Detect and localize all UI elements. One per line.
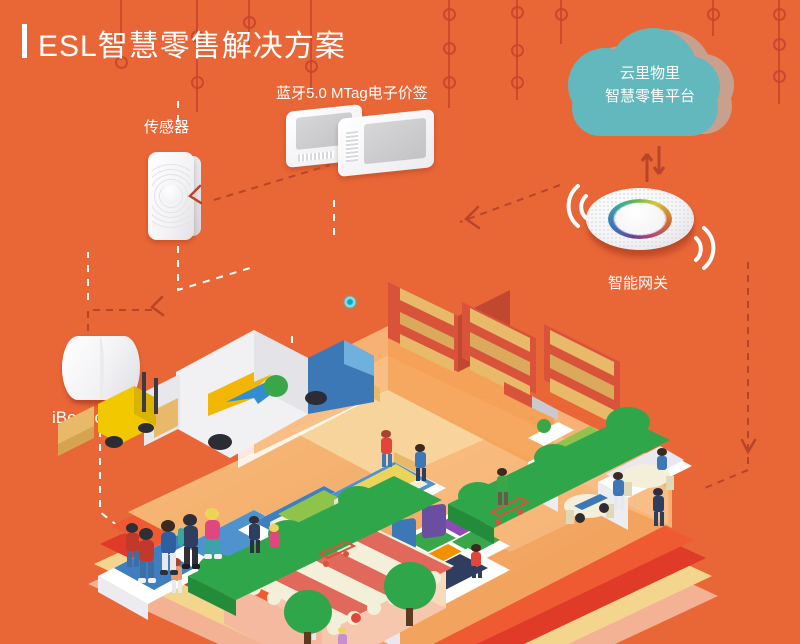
delivery-truck [144, 330, 374, 458]
arrowhead-right [740, 438, 757, 455]
ibeacon-edge [96, 337, 104, 399]
arrowhead-gateway [464, 205, 481, 230]
beacon-dot-warehouse [343, 295, 357, 309]
cloud-text: 云里物里 智慧零售平台 [560, 62, 740, 108]
smart-gateway-device [586, 188, 696, 260]
gateway-signal-left-icon [566, 184, 588, 228]
cafe-seating [528, 419, 674, 524]
gateway-inner-dome [616, 203, 664, 234]
cloud-line-2: 智慧零售平台 [604, 88, 695, 105]
stall-shopper-child [338, 613, 361, 644]
ibeacon-device [62, 336, 148, 408]
pallet-jack [504, 382, 558, 420]
cloud-shape [560, 28, 740, 143]
cloud-platform: 云里物里 智慧零售平台 [560, 28, 740, 143]
esl-tag-label: 蓝牙5.0 MTag电子价签 [276, 85, 428, 102]
sensor-led [161, 184, 181, 204]
cafe-customer [657, 448, 667, 470]
sensor-device [148, 152, 202, 240]
page-title: ESL智慧零售解决方案 [38, 30, 346, 63]
warehouse-shelving [348, 282, 620, 483]
cloud-line-1: 云里物里 [619, 65, 680, 82]
stroller [574, 494, 609, 523]
street-pedestrian-group [138, 508, 222, 583]
dash-sensor-down [177, 246, 251, 292]
trees [264, 375, 436, 644]
street-pedestrians [574, 472, 664, 526]
isometric-store-scene [58, 282, 718, 644]
store-shoppers [171, 430, 508, 593]
sensor-label: 传感器 [144, 119, 190, 136]
pedestrian-group [126, 523, 139, 567]
forklift [58, 372, 158, 456]
gateway-signal-right-icon [694, 226, 716, 270]
cloud-gateway-exchange-arrow [640, 146, 666, 182]
title-accent-bar [22, 24, 27, 58]
dash-ibeacon-to-people [99, 416, 129, 535]
arrowhead-ibeacon [150, 295, 165, 317]
ibeacon-face [62, 336, 100, 400]
hedge-row [188, 407, 670, 616]
shopping-carts [317, 496, 531, 567]
arrowhead-sensor [188, 184, 203, 205]
cashier [471, 544, 482, 578]
gateway-label: 智能网关 [608, 275, 669, 292]
